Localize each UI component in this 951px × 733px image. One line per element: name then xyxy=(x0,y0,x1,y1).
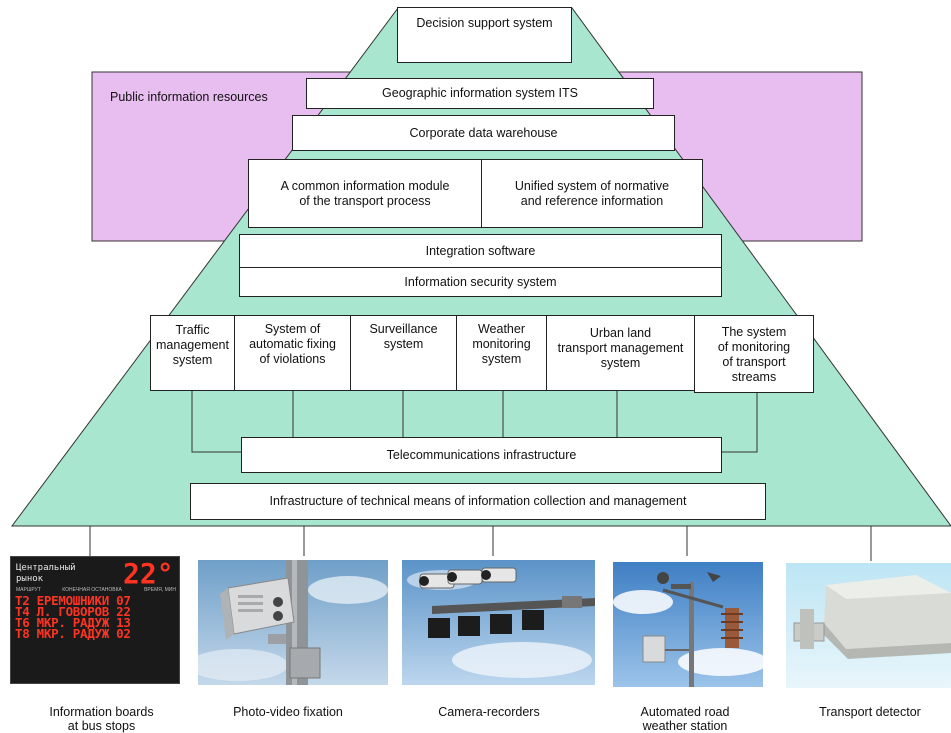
system-connectors xyxy=(191,391,758,453)
photo-video-camera-photo xyxy=(198,560,388,685)
system-box-urban-transport: Urban land transport management system xyxy=(546,315,695,391)
technical-means-box: Infrastructure of technical means of inf… xyxy=(190,483,766,520)
device-connectors xyxy=(89,526,872,561)
system-box-traffic: Traffic management system xyxy=(150,315,235,391)
weather-station-photo xyxy=(613,562,763,687)
caption-information-boards: Information boards at bus stops xyxy=(49,705,154,733)
security-system-box: Information security system xyxy=(239,267,722,297)
telecom-infrastructure-box: Telecommunications infrastructure xyxy=(241,437,722,473)
board-row: Т2 ЕРЕМОШНИКИ 07 xyxy=(15,593,131,608)
system-box-transport-streams: The system of monitoring of transport st… xyxy=(694,315,814,393)
decision-support-box: Decision support system xyxy=(397,7,572,63)
camera-recorders-photo xyxy=(402,560,595,685)
board-row: Т8 МКР. РАДУЖ 02 xyxy=(15,626,131,641)
data-warehouse-box: Corporate data warehouse xyxy=(292,115,675,151)
public-resources-label: Public information resources xyxy=(110,90,268,104)
system-box-weather: Weather monitoring system xyxy=(456,315,547,391)
caption-weather-station: Automated road weather station xyxy=(640,705,730,733)
gis-box: Geographic information system ITS xyxy=(306,78,654,109)
board-row: Т6 МКР. РАДУЖ 13 xyxy=(15,615,131,630)
system-box-surveillance: Surveillance system xyxy=(350,315,457,391)
board-stop-name: Центральный рынок xyxy=(16,563,76,584)
info-module-box: A common information module of the trans… xyxy=(248,159,482,228)
caption-camera-recorders: Camera-recorders xyxy=(438,705,540,719)
board-clock: 22° xyxy=(123,557,174,590)
system-box-violations: System of automatic fixing of violations xyxy=(234,315,351,391)
board-rows: Т2 ЕРЕМОШНИКИ 07 Т4 Л. ГОВОРОВ 22 Т6 МКР… xyxy=(15,593,131,641)
normative-info-box: Unified system of normative and referenc… xyxy=(481,159,703,228)
caption-photo-video-fixation: Photo-video fixation xyxy=(233,705,343,719)
integration-software-box: Integration software xyxy=(239,234,722,268)
information-board-photo: Центральный рынок 22° МАРШРУТ КОНЕЧНАЯ О… xyxy=(10,556,180,684)
board-row: Т4 Л. ГОВОРОВ 22 xyxy=(15,604,131,619)
board-column-headers: МАРШРУТ КОНЕЧНАЯ ОСТАНОВКА ВРЕМЯ, МИН xyxy=(16,587,176,593)
caption-transport-detector: Transport detector xyxy=(819,705,921,719)
transport-detector-photo xyxy=(786,563,951,688)
